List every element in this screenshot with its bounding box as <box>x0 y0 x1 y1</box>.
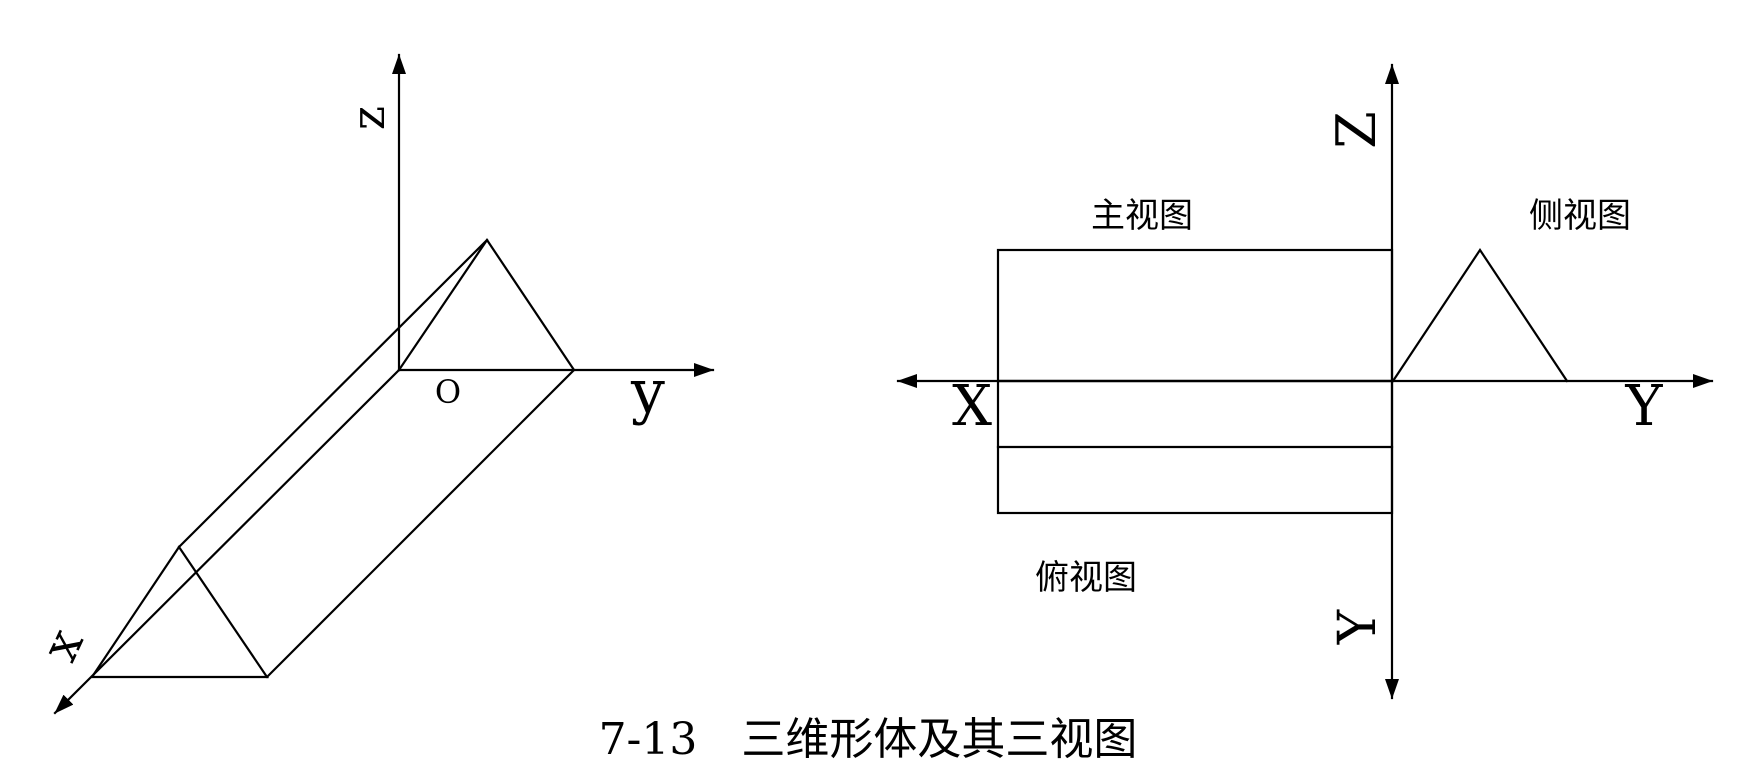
prism-front-face <box>89 545 270 679</box>
figure-caption: 7-13 三维形体及其三视图 <box>599 714 1138 765</box>
top-view-label: 俯视图 <box>1035 558 1137 598</box>
front-view-rect <box>996 248 1394 383</box>
axis-Y-down-label: Y <box>1328 609 1388 645</box>
axis-x-label: x <box>30 620 94 670</box>
axis-y-label: y <box>630 357 665 427</box>
side-view-label: 侧视图 <box>1529 196 1631 236</box>
axis-Z-label: Z <box>1325 111 1388 149</box>
front-view-label: 主视图 <box>1091 196 1193 236</box>
axis-X-label: X <box>952 374 992 439</box>
prism-top-edge <box>177 238 489 549</box>
axis-Y-right-label: Y <box>1625 374 1664 439</box>
origin-label: O <box>435 373 461 411</box>
axis-z-label: z <box>341 106 395 130</box>
prism-right-edge <box>265 368 576 679</box>
orthographic-views: Z X Y Y 主视图 侧视图 俯视图 <box>896 63 1714 700</box>
isometric-view: z y x O <box>30 53 715 715</box>
x-axis <box>53 368 401 715</box>
prism-back-face <box>397 238 576 372</box>
side-view-triangle <box>1391 248 1569 383</box>
